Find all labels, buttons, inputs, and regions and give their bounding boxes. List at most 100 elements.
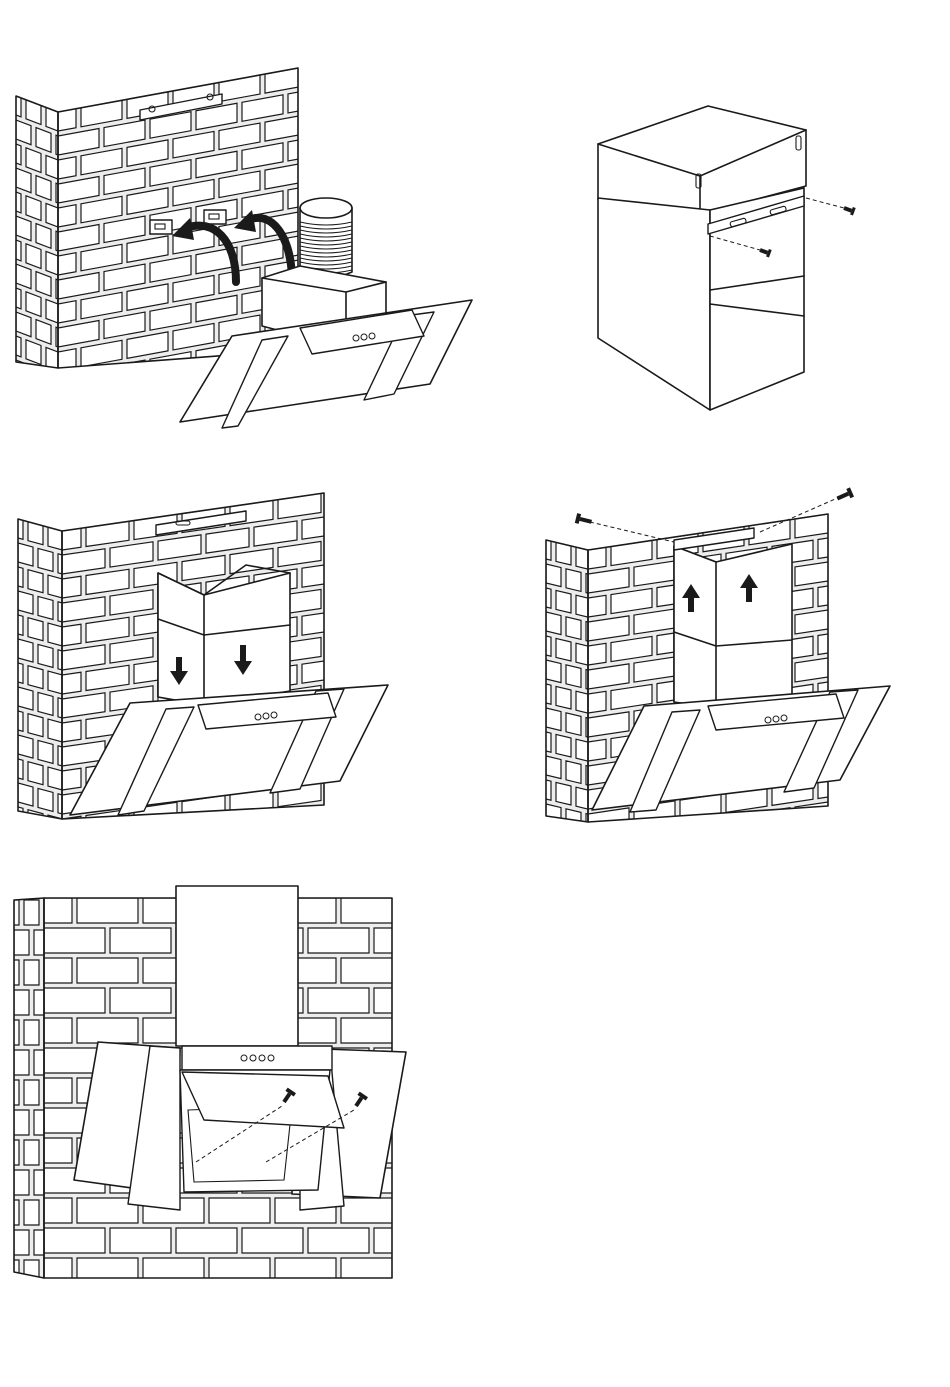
brick: [24, 1020, 39, 1045]
brick: [556, 686, 571, 709]
brick: [536, 778, 551, 801]
brick: [440, 1228, 501, 1253]
brick: [0, 1288, 39, 1313]
brick: [350, 795, 393, 820]
brick: [8, 612, 23, 635]
brick: [0, 490, 13, 513]
brick: [341, 1198, 402, 1223]
brick: [127, 380, 168, 407]
brick: [18, 543, 33, 566]
brick: [350, 507, 393, 532]
brick: [407, 1258, 468, 1283]
brick: [546, 708, 561, 731]
brick: [864, 574, 905, 599]
brick: [18, 687, 33, 710]
brick: [242, 47, 283, 74]
brick: [38, 548, 53, 571]
brick: [440, 1108, 501, 1133]
brick: [0, 208, 11, 233]
brick: [596, 840, 611, 863]
brick: [206, 480, 249, 505]
brick: [206, 816, 249, 841]
flexible-hose-icon: [300, 198, 352, 278]
brick: [38, 644, 53, 667]
brick: [407, 1138, 468, 1163]
brick: [566, 857, 581, 880]
brick: [44, 1288, 105, 1313]
brick: [209, 1198, 270, 1223]
brick: [326, 486, 369, 511]
brick: [680, 842, 721, 867]
brick: [526, 703, 541, 726]
brick: [48, 575, 63, 598]
brick: [38, 740, 53, 763]
brick: [56, 87, 71, 112]
brick: [8, 660, 23, 683]
brick: [0, 304, 11, 329]
brick: [8, 852, 23, 875]
brick: [334, 174, 375, 201]
brick: [8, 756, 23, 779]
brick: [864, 478, 905, 503]
brick: [841, 650, 882, 675]
brick: [311, 106, 352, 133]
brick: [407, 958, 468, 983]
brick: [36, 416, 51, 441]
brick: [54, 870, 69, 895]
brick: [81, 388, 122, 415]
brick: [350, 651, 393, 676]
brick: [772, 492, 813, 517]
brick: [526, 655, 541, 678]
brick: [35, 397, 76, 424]
brick: [288, 38, 329, 65]
brick: [0, 682, 13, 705]
brick: [556, 590, 571, 613]
brick: [841, 602, 882, 627]
brick: [14, 1050, 29, 1075]
brick: [566, 569, 581, 592]
brick: [556, 734, 571, 757]
brick: [0, 586, 13, 609]
brick: [254, 473, 297, 498]
brick: [864, 814, 905, 839]
brick: [4, 1080, 19, 1105]
brick: [341, 1318, 402, 1343]
brick: [242, 1288, 303, 1313]
brick: [546, 564, 561, 587]
brick: [0, 730, 13, 753]
brick: [841, 554, 882, 579]
brick: [110, 988, 171, 1013]
brick: [18, 639, 33, 662]
brick: [44, 1320, 59, 1345]
brick: [14, 844, 57, 869]
brick: [556, 638, 571, 661]
brick: [407, 898, 468, 923]
brick: [0, 1110, 9, 1135]
brick: [18, 831, 33, 854]
brick: [38, 788, 53, 811]
brick: [586, 862, 601, 885]
brick: [536, 634, 551, 657]
brick: [374, 1228, 435, 1253]
brick: [176, 1288, 237, 1313]
hook-bracket-left: [150, 220, 172, 234]
brick: [4, 900, 19, 925]
brick: [110, 1288, 171, 1313]
brick: [556, 782, 571, 805]
brick: [58, 842, 73, 865]
brick: [0, 930, 9, 955]
brick: [28, 858, 43, 881]
brick: [44, 868, 105, 893]
hook-bracket-right: [204, 210, 226, 224]
brick: [326, 630, 369, 655]
brick: [38, 692, 53, 715]
brick: [606, 866, 621, 889]
brick: [34, 1290, 49, 1315]
brick: [526, 847, 541, 870]
brick: [77, 1318, 138, 1343]
brick: [566, 761, 581, 784]
brick: [308, 988, 369, 1013]
brick: [611, 828, 652, 853]
brick: [374, 1288, 435, 1313]
brick: [0, 352, 11, 377]
